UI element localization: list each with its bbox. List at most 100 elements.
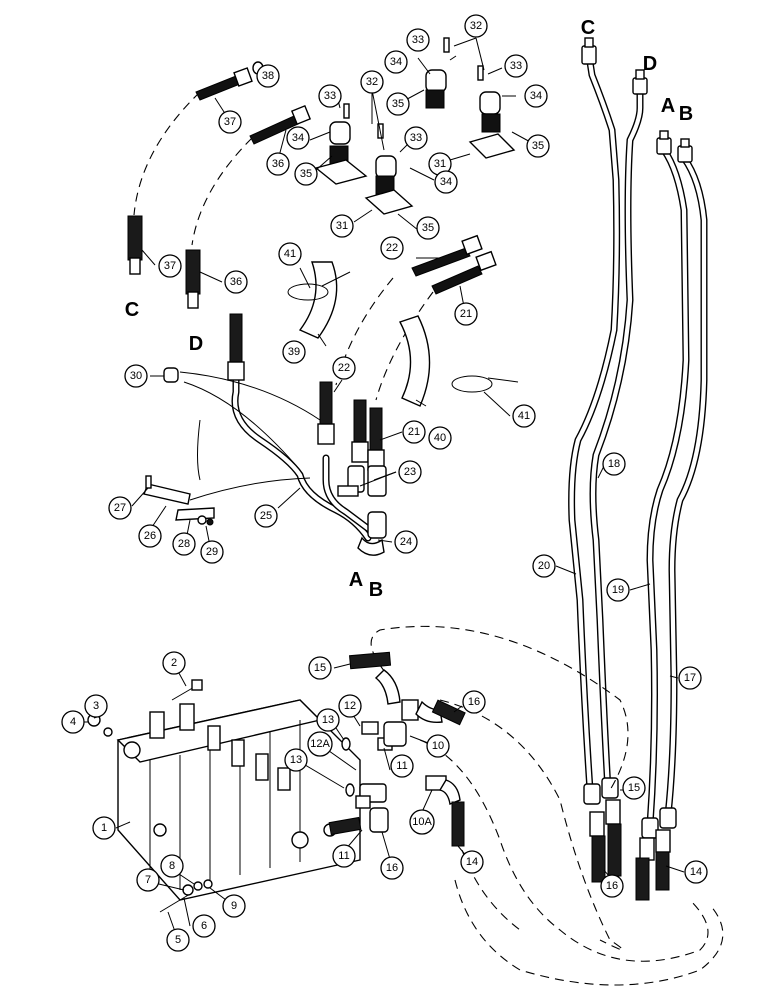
- hose-lines-to-valve: [179, 371, 321, 501]
- svg-text:24: 24: [400, 536, 412, 548]
- svg-text:6: 6: [201, 920, 207, 932]
- callout-35-d: 35: [416, 216, 440, 240]
- callout-16-right: 16: [600, 874, 624, 898]
- hose-fitting-36-top: [249, 104, 312, 145]
- hose-fitting-21-bottom: [367, 407, 385, 471]
- callout-11-lower: 11: [332, 844, 356, 868]
- hose-end-right-of-valve: [328, 816, 362, 836]
- elbow-16-left: [359, 783, 389, 833]
- callout-36-bottom: 36: [224, 270, 248, 294]
- hose-top-left-stub: [227, 313, 245, 381]
- callout-7: 7: [136, 868, 160, 892]
- svg-text:39: 39: [288, 346, 300, 358]
- callout-41-left: 41: [278, 242, 302, 266]
- hose-fitting-37-bottom: [127, 215, 143, 275]
- svg-text:34: 34: [390, 56, 402, 68]
- callout-31-right: 31: [428, 152, 452, 176]
- svg-text:34: 34: [530, 90, 542, 102]
- svg-text:16: 16: [468, 696, 480, 708]
- callout-12a: 12A: [307, 731, 333, 757]
- callout-14-right: 14: [684, 860, 708, 884]
- svg-text:35: 35: [422, 222, 434, 234]
- callout-4: 4: [61, 710, 85, 734]
- svg-text:33: 33: [510, 60, 522, 72]
- oring-13: [341, 737, 355, 797]
- letter-labels: C D A B C D A B: [125, 17, 693, 601]
- svg-text:13: 13: [322, 714, 334, 726]
- callout-3: 3: [84, 694, 108, 718]
- svg-text:15: 15: [628, 782, 640, 794]
- svg-text:4: 4: [70, 716, 76, 728]
- svg-text:18: 18: [608, 458, 620, 470]
- callout-23: 23: [398, 460, 422, 484]
- svg-text:35: 35: [532, 140, 544, 152]
- callout-16-middle: 16: [462, 690, 486, 714]
- callout-34-d: 34: [434, 170, 458, 194]
- svg-text:20: 20: [538, 560, 550, 572]
- svg-text:33: 33: [324, 90, 336, 102]
- callout-15-right: 15: [622, 776, 646, 800]
- dashed-routes: [133, 91, 724, 986]
- hose-16-right: [591, 823, 622, 883]
- callout-37-bottom: 37: [158, 254, 182, 278]
- callout-6: 6: [192, 914, 216, 938]
- svg-text:36: 36: [272, 158, 284, 170]
- callout-9: 9: [222, 894, 246, 918]
- svg-text:12A: 12A: [310, 738, 330, 750]
- svg-text:26: 26: [144, 530, 156, 542]
- svg-text:7: 7: [145, 874, 151, 886]
- callout-11-upper: 11: [390, 754, 414, 778]
- callout-34-a: 34: [286, 126, 310, 150]
- letter-a-left: A: [349, 569, 363, 591]
- bolt-2: [171, 679, 203, 701]
- tube-25: [231, 372, 374, 542]
- tube-bottom-fittings: [583, 777, 677, 861]
- hose-14-right: [635, 851, 670, 901]
- svg-text:31: 31: [434, 158, 446, 170]
- callout-29: 29: [200, 540, 224, 564]
- svg-text:33: 33: [412, 34, 424, 46]
- svg-text:13: 13: [290, 754, 302, 766]
- bolt-5-washers: [159, 879, 213, 913]
- svg-text:14: 14: [466, 856, 478, 868]
- tube-fitting-b-top: [677, 138, 693, 163]
- callout-13-upper: 13: [316, 708, 340, 732]
- callout-25: 25: [254, 504, 278, 528]
- hose-16-middle: [415, 699, 466, 726]
- svg-text:23: 23: [404, 466, 416, 478]
- sleeve-39: [298, 261, 338, 339]
- letter-a-right: A: [661, 95, 675, 117]
- hose-fitting-22b-bottom: [351, 399, 369, 463]
- callout-33-b: 33: [406, 28, 430, 52]
- callout-41-right: 41: [512, 404, 536, 428]
- clamp-assembly-right: [468, 65, 516, 159]
- clip-26: [143, 475, 191, 505]
- svg-text:19: 19: [612, 584, 624, 596]
- callout-16-left: 16: [380, 856, 404, 880]
- callout-32-left: 32: [360, 70, 384, 94]
- clamp-assembly-left: [314, 103, 368, 185]
- callout-34-c: 34: [524, 84, 548, 108]
- callout-8: 8: [160, 854, 184, 878]
- callout-10: 10: [426, 734, 450, 758]
- svg-text:2: 2: [171, 657, 177, 669]
- svg-text:22: 22: [338, 362, 350, 374]
- callout-35-c: 35: [526, 134, 550, 158]
- svg-text:40: 40: [434, 432, 446, 444]
- svg-text:41: 41: [284, 248, 296, 260]
- svg-text:37: 37: [224, 116, 236, 128]
- tube-17: [664, 154, 708, 819]
- hose-fitting-37-top: [195, 61, 264, 101]
- svg-text:22: 22: [386, 242, 398, 254]
- hose-fitting-21-top: [431, 250, 497, 295]
- callout-2: 2: [162, 651, 186, 675]
- hose-fitting-36-bottom: [185, 249, 201, 309]
- fitting-12: [361, 721, 379, 735]
- svg-text:16: 16: [386, 862, 398, 874]
- svg-text:12: 12: [344, 700, 356, 712]
- tube-18: [589, 88, 644, 794]
- svg-text:36: 36: [230, 276, 242, 288]
- callout-28: 28: [172, 532, 196, 556]
- letter-d-right: D: [643, 53, 657, 75]
- adapter-11-a: [355, 795, 371, 809]
